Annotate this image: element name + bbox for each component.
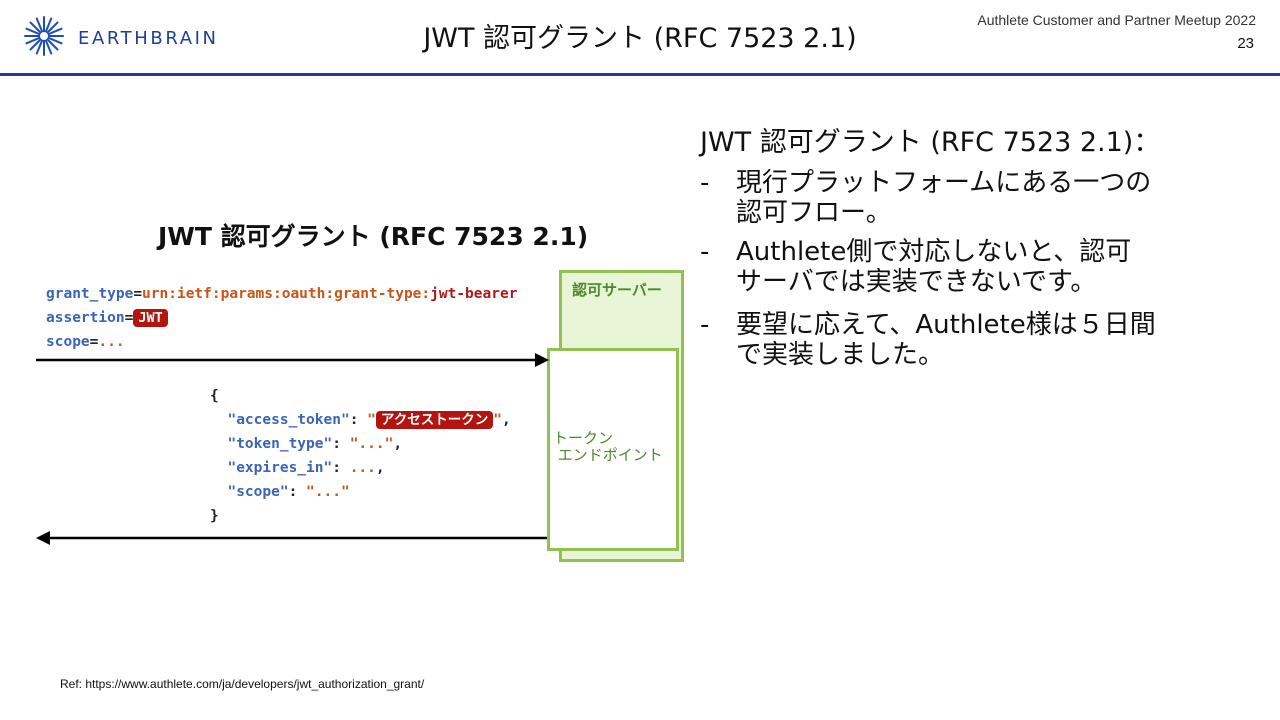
- response-arrow: [36, 531, 547, 545]
- page-number: 23: [1237, 35, 1254, 52]
- authorization-server-label: 認可サーバー: [572, 281, 662, 299]
- token-endpoint-box: [547, 348, 679, 551]
- bullet-text: Authlete側で対応しないと、認可サーバでは実装できないです。: [736, 237, 1132, 297]
- assertion-line: assertion=JWT: [46, 306, 517, 330]
- open-brace: {: [210, 388, 219, 404]
- company-logo: EARTHBRAIN: [22, 14, 242, 58]
- equals-sign: =: [89, 334, 99, 350]
- equals-sign: =: [124, 310, 134, 326]
- token-endpoint-label: トークン エンドポイント: [553, 429, 663, 464]
- request-arrow: [36, 353, 549, 367]
- token-response-json: { "access_token": "アクセストークン", "token_typ…: [210, 384, 511, 528]
- scope-response-value: "...": [306, 484, 350, 500]
- bullet-dash: -: [700, 168, 710, 198]
- token-type-line: "token_type": "...",: [227, 436, 403, 452]
- grant-type-line: grant_type=urn:ietf:params:oauth:grant-t…: [46, 282, 517, 306]
- reference-link[interactable]: Ref: https://www.authlete.com/ja/develop…: [60, 677, 425, 691]
- scope-value: ...: [98, 334, 125, 350]
- grant-type-value: urn:ietf:params:oauth:grant-type:: [142, 286, 431, 302]
- logo-text: EARTHBRAIN: [78, 28, 219, 49]
- jwt-badge: JWT: [133, 309, 168, 327]
- scope-key: scope: [46, 334, 90, 350]
- bullet-text: 現行プラットフォームにある一つの認可フロー。: [736, 168, 1152, 228]
- token-request-params: grant_type=urn:ietf:params:oauth:grant-t…: [46, 282, 517, 354]
- bullet-dash: -: [700, 310, 710, 340]
- diagram-title: JWT 認可グラント (RFC 7523 2.1): [158, 222, 589, 251]
- close-brace: }: [210, 508, 219, 524]
- bullet-dash: -: [700, 237, 710, 267]
- expires-in-value: ...: [349, 460, 376, 476]
- header-divider: [0, 73, 1280, 76]
- expires-in-line: "expires_in": ...,: [227, 460, 385, 476]
- access-token-key: "access_token": [227, 412, 350, 428]
- token-type-value: "...": [349, 436, 394, 452]
- access-token-line: "access_token": "アクセストークン",: [227, 411, 511, 429]
- starburst-logo-icon: [24, 16, 64, 56]
- grant-type-value-tail: jwt-bearer: [430, 286, 518, 302]
- equals-sign: =: [133, 286, 143, 302]
- token-type-key: "token_type": [227, 436, 333, 452]
- assertion-key: assertion: [46, 310, 125, 326]
- grant-type-key: grant_type: [46, 286, 134, 302]
- scope-line: scope=...: [46, 330, 517, 354]
- expires-in-key: "expires_in": [227, 460, 333, 476]
- access-token-badge: アクセストークン: [375, 411, 494, 429]
- scope-response-key: "scope": [227, 484, 289, 500]
- bullets-title: JWT 認可グラント (RFC 7523 2.1)：: [700, 127, 1161, 158]
- event-name: Authlete Customer and Partner Meetup 202…: [977, 12, 1256, 28]
- bullet-text: 要望に応えて、Authlete様は５日間で実装しました。: [736, 310, 1156, 370]
- scope-response-line: "scope": "...": [227, 484, 350, 500]
- slide-title: JWT 認可グラント (RFC 7523 2.1): [423, 23, 857, 54]
